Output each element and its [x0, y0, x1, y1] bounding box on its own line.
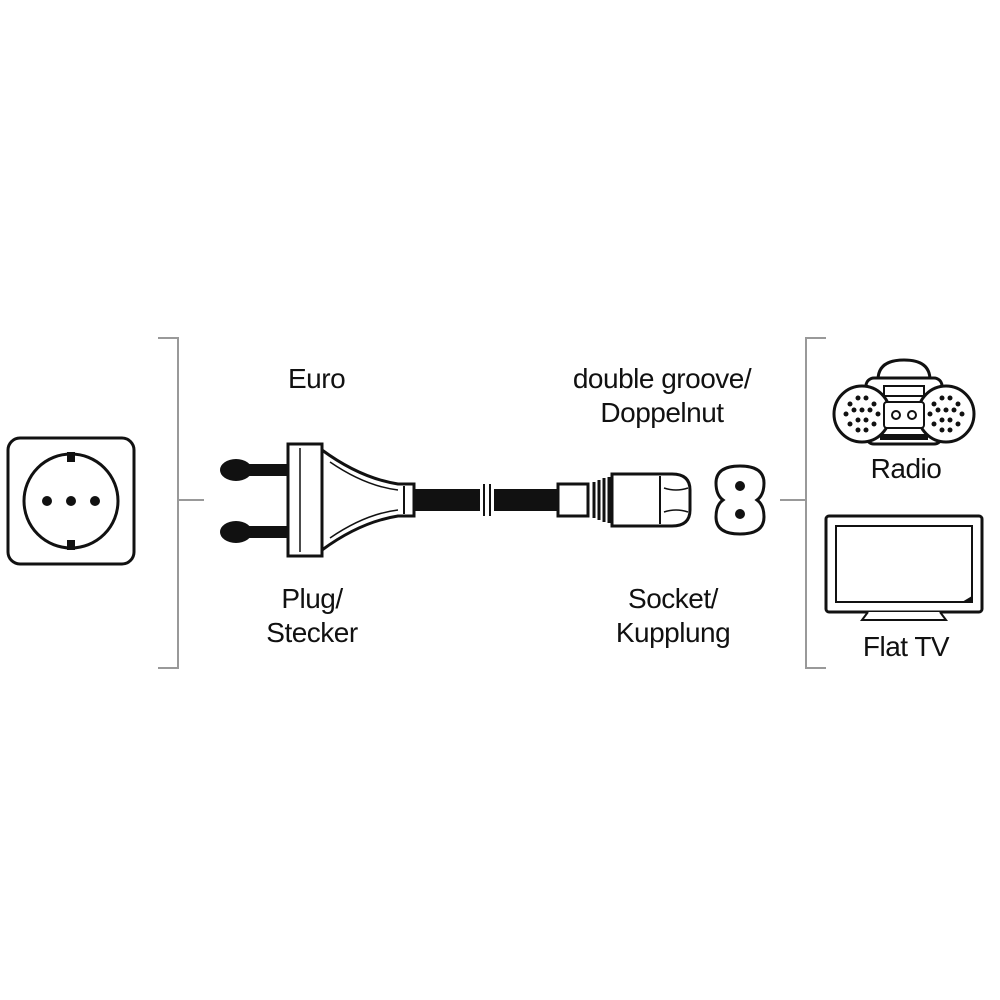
double-groove-line1: double groove/ — [572, 363, 752, 394]
connector-socket-icon — [556, 472, 692, 528]
double-groove-label: double groove/ Doppelnut — [552, 362, 772, 430]
radio-icon — [832, 358, 976, 446]
socket-label: Socket/ Kupplung — [598, 582, 748, 650]
socket-line1: Socket/ — [628, 583, 718, 614]
flat-tv-label: Flat TV — [862, 631, 950, 662]
cable-icon — [414, 484, 558, 516]
right-bracket — [780, 337, 826, 669]
double-groove-line2: Doppelnut — [600, 397, 724, 428]
plug-label: Plug/ Stecker — [242, 582, 382, 650]
wall-socket-icon — [6, 436, 136, 566]
plug-line1: Plug/ — [281, 583, 343, 614]
radio-label: Radio — [870, 453, 942, 484]
plug-line2: Stecker — [266, 617, 358, 648]
socket-line2: Kupplung — [615, 617, 731, 648]
figure-8-outlet-icon — [714, 464, 766, 536]
euro-plug-icon — [220, 442, 416, 558]
flat-tv-icon — [824, 514, 984, 621]
left-bracket — [158, 337, 204, 669]
euro-label: Euro — [288, 363, 346, 394]
